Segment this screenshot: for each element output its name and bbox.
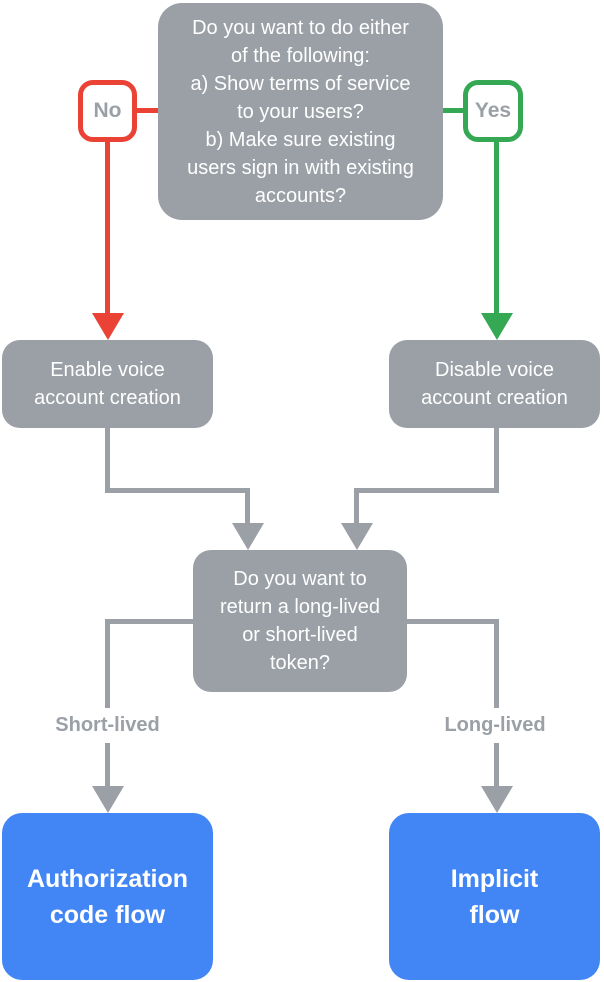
enable-node-connector-vertical (105, 428, 110, 493)
merge-right-arrowhead-icon (341, 523, 373, 550)
yes-branch-connector-horizontal (443, 108, 463, 113)
short-lived-connector-horizontal (105, 619, 195, 624)
merge-right-connector-horizontal (354, 488, 499, 493)
no-badge-label: No (93, 99, 122, 122)
short-lived-edge-label: Short-lived (23, 708, 192, 743)
disable-voice-account-creation-node: Disable voice account creation (389, 340, 600, 428)
token-question-text: Do you want to return a long-lived or sh… (219, 568, 381, 674)
merge-right-connector-vertical (354, 488, 359, 524)
long-lived-arrowhead-icon (481, 786, 513, 813)
implicit-flow-text: Implicit flow (450, 864, 539, 929)
long-lived-edge-label: Long-lived (410, 708, 580, 743)
merge-left-connector-vertical (245, 488, 250, 524)
disable-node-connector-vertical (494, 428, 499, 493)
no-badge: No (78, 80, 137, 142)
authorization-code-flow-node: Authorization code flow (2, 813, 213, 980)
no-branch-arrowhead-icon (92, 313, 124, 340)
authorization-code-flow-text: Authorization code flow (26, 864, 189, 929)
merge-left-arrowhead-icon (232, 523, 264, 550)
long-lived-edge-label-text: Long-lived (444, 714, 546, 736)
merge-left-connector-horizontal (105, 488, 250, 493)
yes-badge-label: Yes (474, 99, 512, 122)
no-branch-connector-vertical (105, 140, 110, 314)
root-question-node: Do you want to do either of the followin… (158, 3, 443, 220)
yes-branch-connector-vertical (494, 140, 499, 314)
short-lived-edge-label-text: Short-lived (55, 714, 160, 736)
root-question-text: Do you want to do either of the followin… (187, 16, 414, 207)
implicit-flow-node: Implicit flow (389, 813, 600, 980)
enable-voice-account-creation-node: Enable voice account creation (2, 340, 213, 428)
yes-branch-arrowhead-icon (481, 313, 513, 340)
token-question-node: Do you want to return a long-lived or sh… (193, 550, 407, 692)
long-lived-connector-vertical (494, 619, 499, 786)
no-branch-connector-horizontal (137, 108, 158, 113)
yes-badge: Yes (463, 80, 523, 142)
short-lived-connector-vertical (105, 619, 110, 786)
enable-voice-account-creation-text: Enable voice account creation (34, 359, 181, 409)
short-lived-arrowhead-icon (92, 786, 124, 813)
disable-voice-account-creation-text: Disable voice account creation (421, 359, 568, 409)
long-lived-connector-horizontal (405, 619, 499, 624)
